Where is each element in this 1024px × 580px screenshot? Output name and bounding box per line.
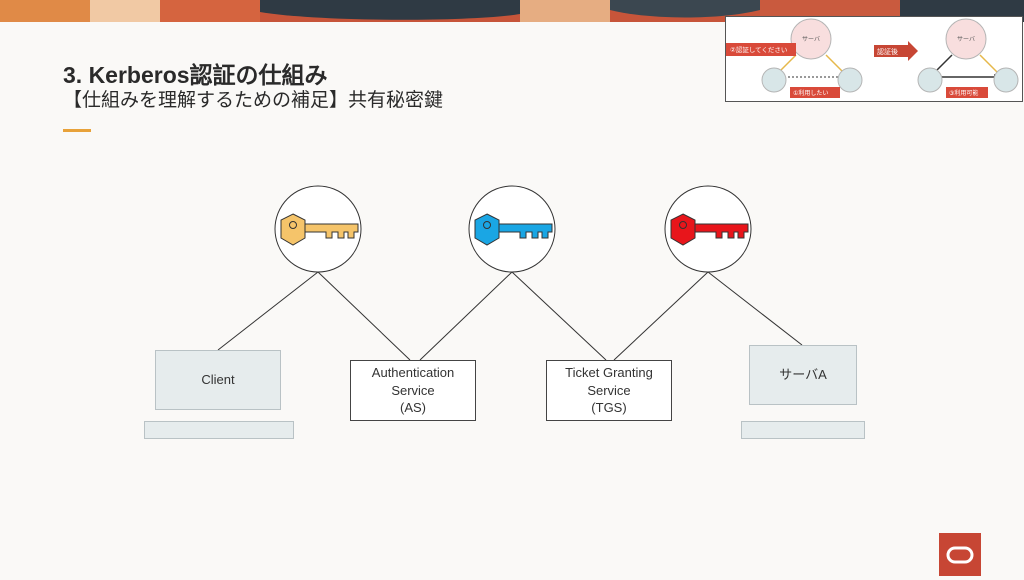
as-label-line3: (AS) — [400, 400, 426, 416]
as-node: Authentication Service (AS) — [350, 360, 476, 421]
server-label: サーバA — [779, 367, 827, 382]
as-label-line1: Authentication — [371, 365, 455, 381]
reference-thumbnail: サーバ ②認証してください ①利用したい 認証後 サーバ ③利用可能 — [725, 16, 1023, 102]
as-label-line2: Service — [391, 382, 435, 398]
client-label: Client — [201, 372, 235, 388]
key-circle-tgs-server — [664, 185, 752, 273]
key-circle-client-as — [274, 185, 362, 273]
thumb-arrow-label: 認証後 — [877, 47, 898, 56]
connector-line — [613, 271, 709, 361]
tgs-label-line2: Service — [587, 382, 631, 398]
key-hole — [679, 221, 687, 229]
oracle-logo — [939, 533, 981, 576]
key-head — [670, 213, 696, 246]
server-base — [741, 421, 865, 439]
client-node: Client — [155, 350, 281, 410]
slide-subtitle: 【仕組みを理解するための補足】共有秘密鍵 — [63, 89, 444, 111]
connector-line — [419, 271, 513, 361]
title-accent-bar — [63, 129, 91, 132]
thumb-server-circle-after — [945, 18, 987, 60]
tgs-label-line1: Ticket Granting — [565, 365, 653, 381]
key-head — [280, 213, 306, 246]
tgs-label-line3: (TGS) — [591, 400, 627, 416]
thumb-callout-want-use: ①利用したい — [793, 89, 828, 97]
server-node: サーバA — [749, 345, 857, 405]
connector-line — [707, 271, 803, 346]
connector-line — [511, 271, 607, 361]
connector-line — [217, 271, 319, 351]
key-blade — [498, 223, 553, 239]
key-icon — [474, 213, 553, 246]
key-blade — [694, 223, 749, 239]
thumb-server-circle — [790, 18, 832, 60]
key-hole — [289, 221, 297, 229]
key-icon — [670, 213, 749, 246]
tgs-node: Ticket Granting Service (TGS) — [546, 360, 672, 421]
key-head — [474, 213, 500, 246]
slide-title: 3. Kerberos認証の仕組み — [63, 62, 328, 88]
key-hole — [483, 221, 491, 229]
connector-line — [317, 271, 411, 361]
thumb-server-label: サーバ — [802, 36, 820, 43]
arrow-right-icon — [908, 41, 918, 61]
thumb-callout-usable: ③利用可能 — [949, 89, 978, 97]
thumb-callout-auth: ②認証してください — [730, 45, 787, 54]
client-base — [144, 421, 294, 439]
key-circle-as-tgs — [468, 185, 556, 273]
key-icon — [280, 213, 359, 246]
key-blade — [304, 223, 359, 239]
thumb-server-label-after: サーバ — [957, 36, 975, 43]
